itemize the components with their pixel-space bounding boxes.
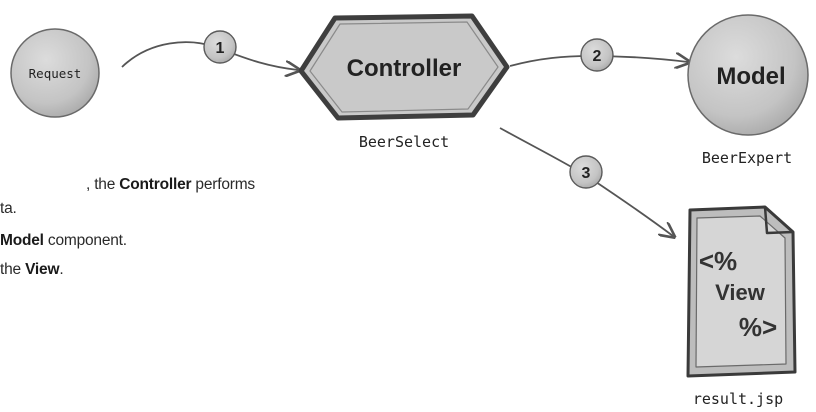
view-document-node: <% View %> — [686, 205, 797, 378]
model-label: Model — [716, 63, 785, 90]
view-close-tag: %> — [739, 312, 777, 342]
step-number-2: 2 — [593, 48, 602, 65]
controller-caption: BeerSelect — [359, 133, 449, 151]
request-label: Request — [29, 66, 82, 81]
request-node: Request — [10, 28, 100, 118]
model-node: Model — [687, 14, 809, 136]
view-caption: result.jsp — [693, 390, 783, 408]
step-badge-2: 2 — [580, 38, 614, 72]
step-badge-3: 3 — [569, 155, 603, 189]
model-caption: BeerExpert — [702, 149, 792, 167]
controller-node: Controller — [298, 13, 510, 121]
view-open-tag: <% — [699, 246, 737, 276]
controller-label: Controller — [347, 55, 462, 82]
step-number-1: 1 — [216, 40, 225, 57]
view-label: View — [715, 280, 766, 305]
step-badge-1: 1 — [203, 30, 237, 64]
step-number-3: 3 — [582, 165, 591, 182]
